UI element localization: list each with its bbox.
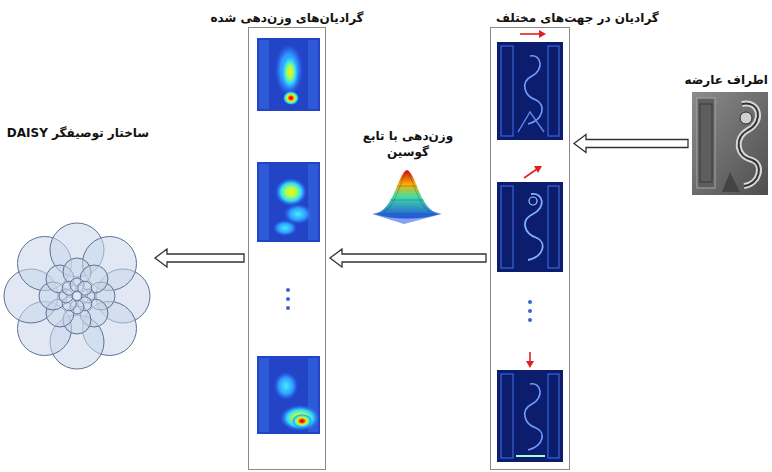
gradient-images xyxy=(497,42,563,462)
descriptor-box: ساختار توصیفگر DAISY xyxy=(5,222,151,370)
heading-label: گرادیان در جهت‌های مختلف xyxy=(496,11,659,25)
gaussian-surface xyxy=(372,170,442,224)
direction-arrow xyxy=(520,30,546,368)
flow-arrow xyxy=(155,249,244,267)
heading-label: اطراف عارضه xyxy=(684,73,768,87)
flow-arrow xyxy=(330,249,486,267)
weighted-panel: گرادیان‌های وزن‌دهی شده xyxy=(248,27,326,470)
source-image xyxy=(692,92,768,195)
flow-arrow xyxy=(574,135,688,153)
heading-label: گرادیان‌های وزن‌دهی شده xyxy=(210,11,363,25)
daisy-structure xyxy=(4,223,150,369)
heading-label: ساختار توصیفگر DAISY xyxy=(7,126,149,140)
weighted-gradient-images xyxy=(257,38,320,434)
image-box: اطراف عارضه xyxy=(692,92,768,195)
edge-label: وزن‌دهی با تابع گوسین xyxy=(356,128,460,160)
gradient-panel: گرادیان در جهت‌های مختلف xyxy=(490,27,570,470)
